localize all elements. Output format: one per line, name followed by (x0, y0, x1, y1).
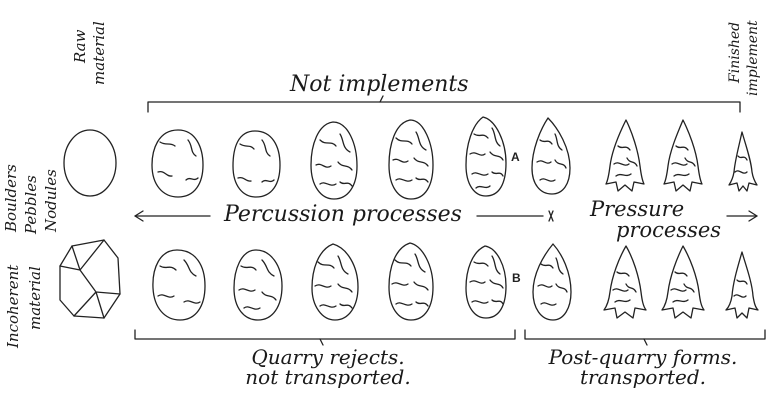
processes-label: processes (616, 220, 721, 241)
incoherent-material-block (60, 240, 120, 318)
row-b-point-1 (604, 246, 646, 318)
quarry-rejects-line1: Quarry rejects. (228, 347, 428, 367)
row-b-blank-3 (312, 244, 358, 320)
row-a-preform (532, 118, 570, 194)
row-a-blank-4 (389, 120, 433, 199)
row-b-blank-5 (466, 246, 506, 318)
nodules-label: Nodules (44, 169, 59, 232)
row-a-finished-point (729, 132, 757, 191)
row-b-point-2 (662, 246, 704, 318)
row-b-blank-1 (153, 250, 205, 320)
percussion-processes-label: Percussion processes (224, 204, 462, 226)
row-b-marker: B (512, 271, 521, 285)
incoherent-material-label: material (28, 266, 43, 330)
row-a-point-1 (606, 120, 644, 191)
finished-label: Finished (728, 22, 742, 83)
row-a-blank-2 (233, 131, 280, 197)
raw-label: Raw (73, 30, 88, 63)
row-b-blank-4 (389, 243, 433, 320)
row-a-blank-1 (152, 130, 203, 197)
not-implements-bracket (148, 96, 740, 112)
incoherent-label: Incoherent (6, 265, 21, 348)
row-b-blank-2 (234, 250, 282, 320)
implement-label: implement (746, 20, 760, 96)
quarry-rejects-line2: not transported. (228, 367, 428, 387)
not-implements-label: Not implements (290, 74, 469, 96)
raw-material-pebble (64, 130, 116, 196)
post-quarry-bracket (525, 330, 765, 345)
row-b-finished-point (726, 252, 758, 318)
post-quarry-line2: transported. (528, 367, 758, 387)
row-a-point-2 (664, 120, 702, 191)
quarry-rejects-bracket (135, 330, 515, 345)
row-a-blank-3 (311, 122, 357, 199)
boulders-label: Boulders (4, 164, 19, 232)
raw-material-label: material (92, 21, 107, 85)
pressure-label: Pressure (590, 199, 684, 220)
row-a-marker: A (511, 150, 520, 164)
post-quarry-line1: Post-quarry forms. (528, 347, 758, 367)
pebbles-label: Pebbles (24, 175, 39, 234)
row-a-blank-5 (466, 117, 506, 196)
row-b-preform (533, 244, 571, 320)
